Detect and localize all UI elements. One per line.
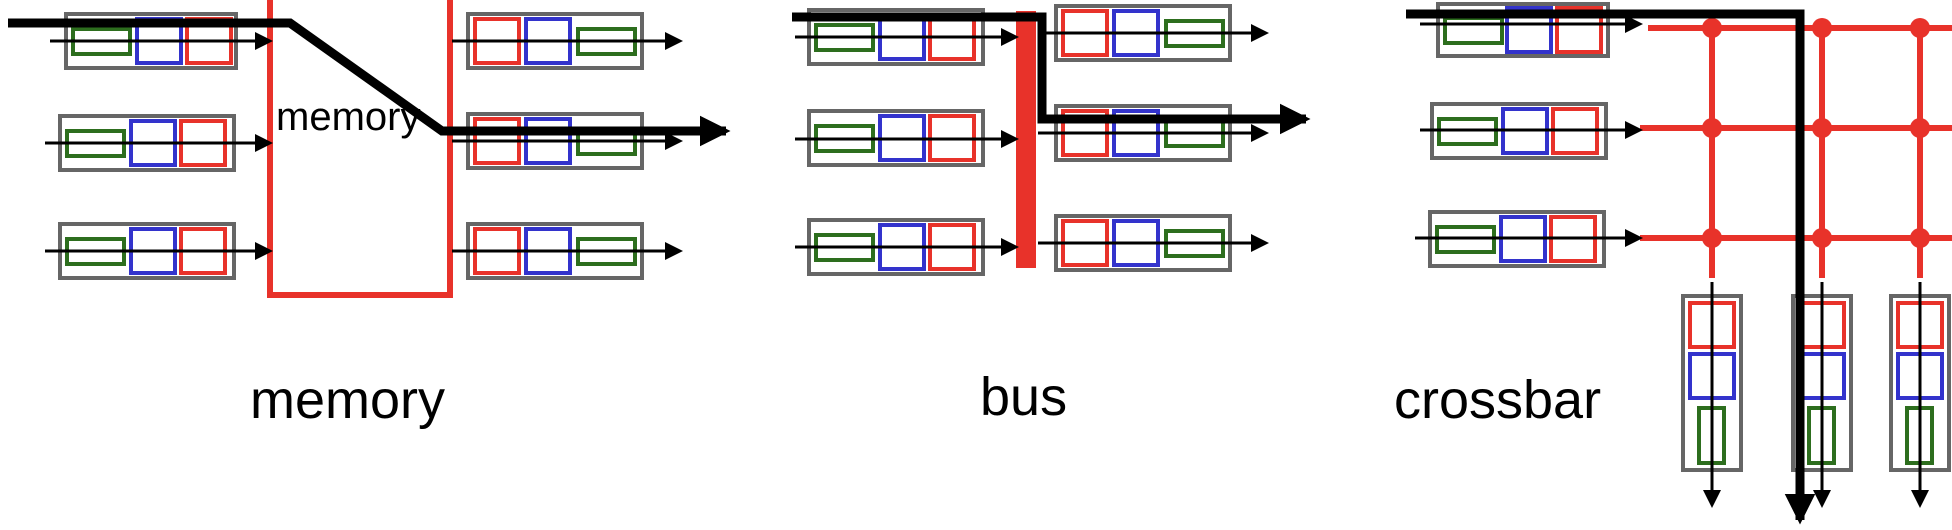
packet-path-arrow <box>8 18 731 147</box>
packet-path-arrow <box>792 12 1311 135</box>
memory-fabric <box>267 0 453 298</box>
packet-path-arrow <box>1406 9 1816 525</box>
red-cell <box>1555 6 1603 54</box>
bus-fabric <box>1016 11 1036 268</box>
memory-fabric-section: memory <box>8 0 731 430</box>
memory-title: memory <box>250 370 445 430</box>
crossbar-title: crossbar <box>1394 370 1601 430</box>
crosspoints <box>1702 18 1930 248</box>
bus-title: bus <box>980 367 1067 427</box>
bus-fabric-section: bus <box>792 4 1311 427</box>
blue-cell <box>1505 6 1553 54</box>
crossbar-fabric-section: crossbar <box>1394 2 1952 525</box>
